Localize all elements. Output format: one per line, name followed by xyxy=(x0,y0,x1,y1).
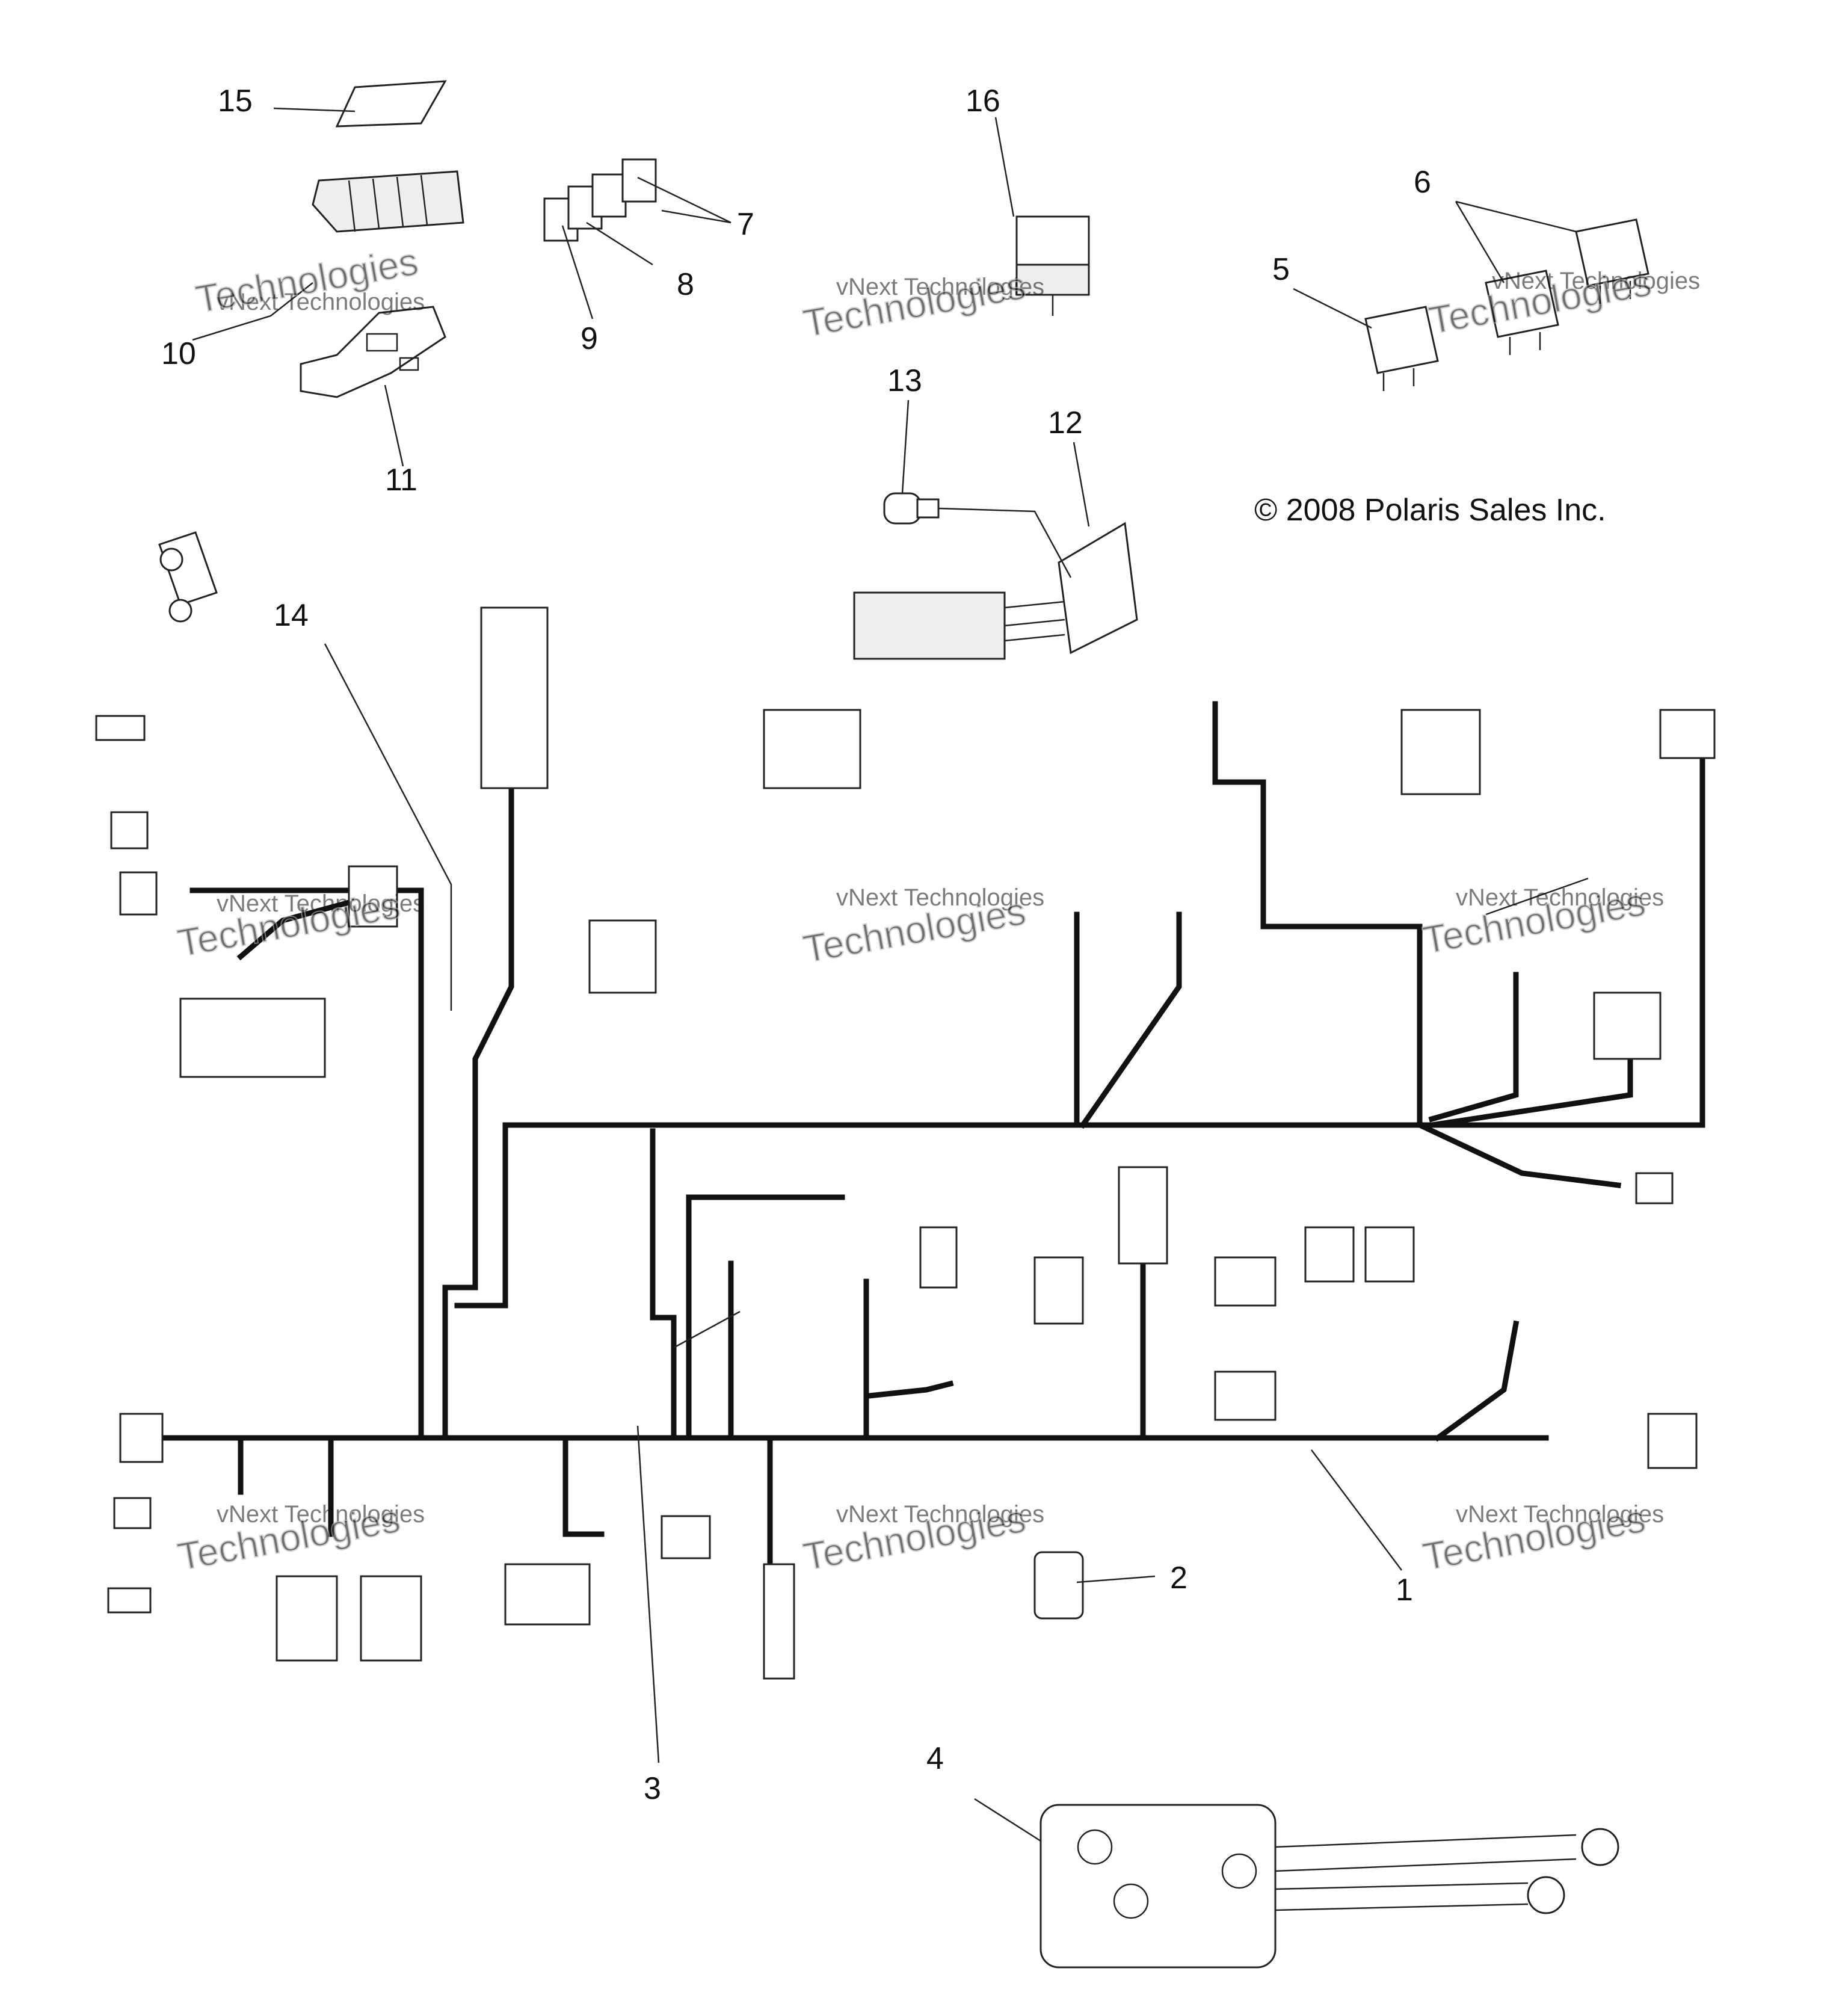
callout-15: 15 xyxy=(218,84,253,119)
callout-11: 11 xyxy=(385,463,417,498)
callout-7: 7 xyxy=(737,207,754,242)
part-13-bolt xyxy=(883,492,940,525)
part-16-terminal xyxy=(1015,215,1090,316)
callout-8: 8 xyxy=(677,267,694,302)
part-4-ground-strap xyxy=(1040,1804,1619,1969)
watermark-text: vNext Technologies xyxy=(217,890,425,917)
callout-13: 13 xyxy=(887,363,922,398)
copyright-notice: © 2008 Polaris Sales Inc. xyxy=(1254,493,1606,528)
callout-3: 3 xyxy=(644,1771,661,1806)
part-6-relay-b xyxy=(1575,218,1649,304)
callout-9: 9 xyxy=(581,321,598,356)
part-2-connector xyxy=(1033,1551,1084,1620)
part-15-decal-and-fusebox xyxy=(312,80,464,233)
watermark-text: vNext Technologies xyxy=(836,274,1044,300)
callout-16: 16 xyxy=(966,84,1000,119)
callout-6: 6 xyxy=(1414,165,1431,200)
watermark-text: vNext Technologies xyxy=(836,884,1044,911)
callout-labels: 1 2 3 4 5 6 7 8 9 10 11 12 13 14 15 16 xyxy=(161,84,1431,1806)
watermark-text: vNext Technologies xyxy=(217,289,425,315)
watermark-text: vNext Technologies xyxy=(1492,268,1700,294)
watermark-text: vNext Technologies xyxy=(217,1501,425,1528)
callout-2: 2 xyxy=(1170,1561,1187,1596)
callout-12: 12 xyxy=(1048,405,1083,440)
callout-14: 14 xyxy=(274,598,309,633)
callout-10: 10 xyxy=(161,336,196,371)
leader-lines xyxy=(192,107,1577,1842)
main-harness xyxy=(95,606,1716,1680)
watermark-text: vNext Technologies xyxy=(836,1501,1044,1528)
watermarks: vNext Technologies Technologies vNext Te… xyxy=(174,239,1700,1579)
watermark-text: vNext Technologies xyxy=(1456,884,1664,911)
watermark-text: vNext Technologies xyxy=(1456,1501,1664,1528)
part-5-relay xyxy=(1364,306,1439,391)
part-7-8-9-fuses xyxy=(543,158,657,242)
part-14-circuit-breaker xyxy=(158,531,218,623)
part-11-bracket xyxy=(300,306,446,398)
callout-5: 5 xyxy=(1272,252,1290,287)
callout-4: 4 xyxy=(926,1741,944,1776)
callout-1: 1 xyxy=(1396,1573,1413,1608)
part-12-module xyxy=(853,507,1138,660)
part-6-relay-a xyxy=(1485,270,1559,355)
